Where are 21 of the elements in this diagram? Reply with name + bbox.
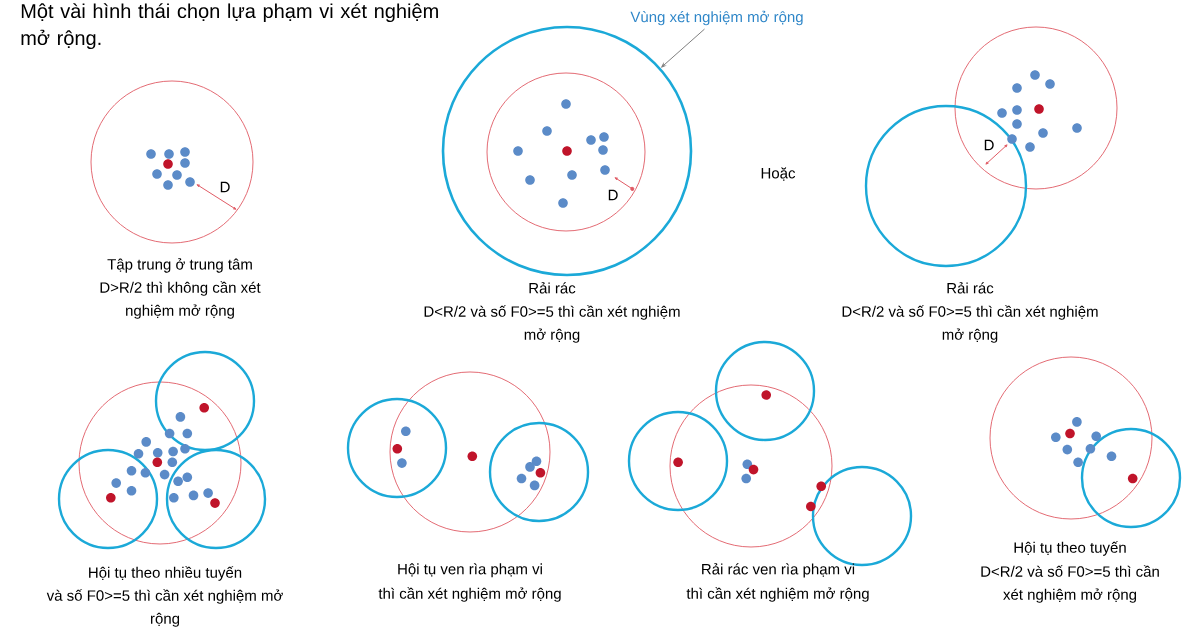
- caption-text: D<R/2 và số F0>=5 thì cần xét nghiệm mở rộng: [424, 305, 680, 343]
- dimension-label: D: [220, 181, 230, 193]
- caption-text: và số F0>=5 thì cần xét nghiệm mở rộng: [46, 589, 283, 627]
- separator-word: Hoặc: [761, 167, 796, 181]
- caption-text: D<R/2 và số F0>=5 thì cần xét nghiệm mở rộng: [981, 565, 1159, 603]
- caption-heading: Tập trung ở trung tâm: [107, 258, 252, 273]
- caption-text: D>R/2 thì không cần xét nghiệm mở rộng: [100, 281, 261, 319]
- caption-text: thì cần xét nghiệm mở rộng: [378, 587, 561, 602]
- caption-heading: Rải rác: [947, 282, 994, 294]
- zone-circle: [441, 25, 693, 277]
- callout-label: Vùng xét nghiệm mở rộng: [630, 10, 803, 26]
- caption-text: thì cần xét nghiệm mở rộng: [686, 587, 869, 602]
- dimension-label: D: [608, 189, 618, 201]
- title: Một vài hình thái chọn lựa phạm vi xét nghiệm mở rộng.: [21, 3, 438, 50]
- dimension-label: D: [984, 139, 994, 151]
- caption-heading: Hội tụ ven rìa phạm vi: [398, 563, 542, 578]
- caption-heading: Rải rác ven rìa phạm vi: [702, 563, 855, 578]
- caption-heading: Hội tụ theo tuyến: [1014, 541, 1126, 556]
- caption-text: D<R/2 và số F0>=5 thì cần xét nghiệm mở rộng: [842, 305, 1098, 343]
- caption-heading: Hội tụ theo nhiều tuyến: [89, 566, 242, 581]
- leader-arrow: [661, 28, 705, 68]
